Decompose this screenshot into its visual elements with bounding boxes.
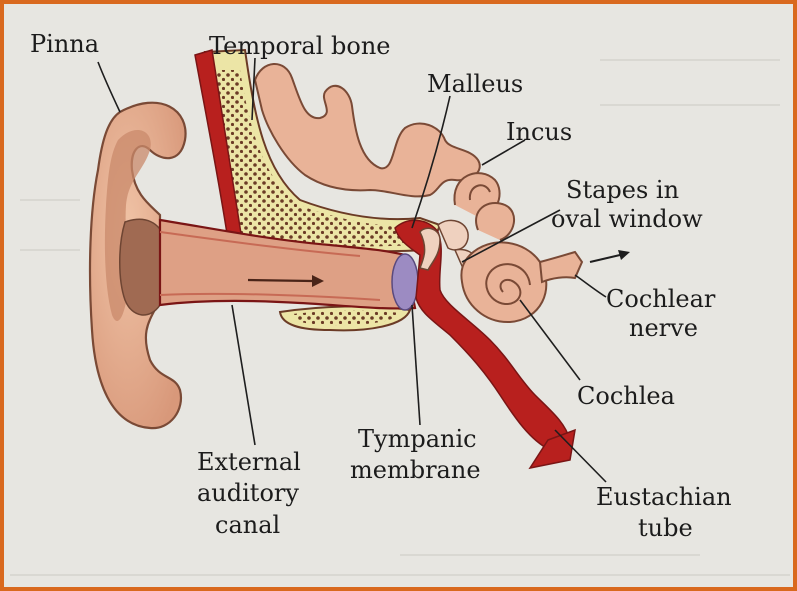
- eustachian-tube-shape: [394, 219, 571, 451]
- page-texture: [10, 59, 790, 576]
- auditory-canal-shape: [158, 218, 417, 310]
- label-incus: Incus: [506, 118, 572, 146]
- label-pinna: Pinna: [30, 30, 99, 58]
- semicircular-canals-shape: [453, 172, 515, 241]
- label-malleus: Malleus: [427, 70, 523, 98]
- nerve-arrow: [589, 250, 630, 263]
- label-cochlear-nerve-line1: Cochlear: [606, 285, 716, 313]
- label-eustachian-line1: Eustachian: [596, 483, 732, 511]
- leader-lines: [97, 57, 607, 483]
- ear-diagram: Pinna Temporal bone Malleus Incus Stapes…: [10, 30, 790, 576]
- label-cochlea: Cochlea: [577, 382, 675, 410]
- label-stapes-line1: Stapes in: [566, 176, 679, 204]
- temporal-bone-shape: [203, 48, 442, 332]
- label-eustachian-line2: tube: [638, 514, 693, 542]
- label-temporal-bone: Temporal bone: [209, 32, 390, 60]
- label-external-line3: canal: [215, 511, 280, 539]
- label-cochlear-nerve-line2: nerve: [629, 314, 698, 342]
- cochlear-nerve-shape: [538, 250, 584, 284]
- label-external-line2: auditory: [197, 479, 299, 507]
- sound-arrow: [247, 275, 324, 287]
- label-stapes-line2: oval window: [551, 205, 703, 233]
- tympanic-membrane-shape: [391, 253, 419, 311]
- label-external-line1: External: [197, 448, 301, 476]
- label-tympanic-line2: membrane: [350, 456, 481, 484]
- label-tympanic-line1: Tympanic: [358, 425, 477, 453]
- cochlea-shape: [460, 241, 548, 324]
- pinna-shape: [88, 101, 187, 430]
- cranial-folds-shape: [253, 63, 481, 198]
